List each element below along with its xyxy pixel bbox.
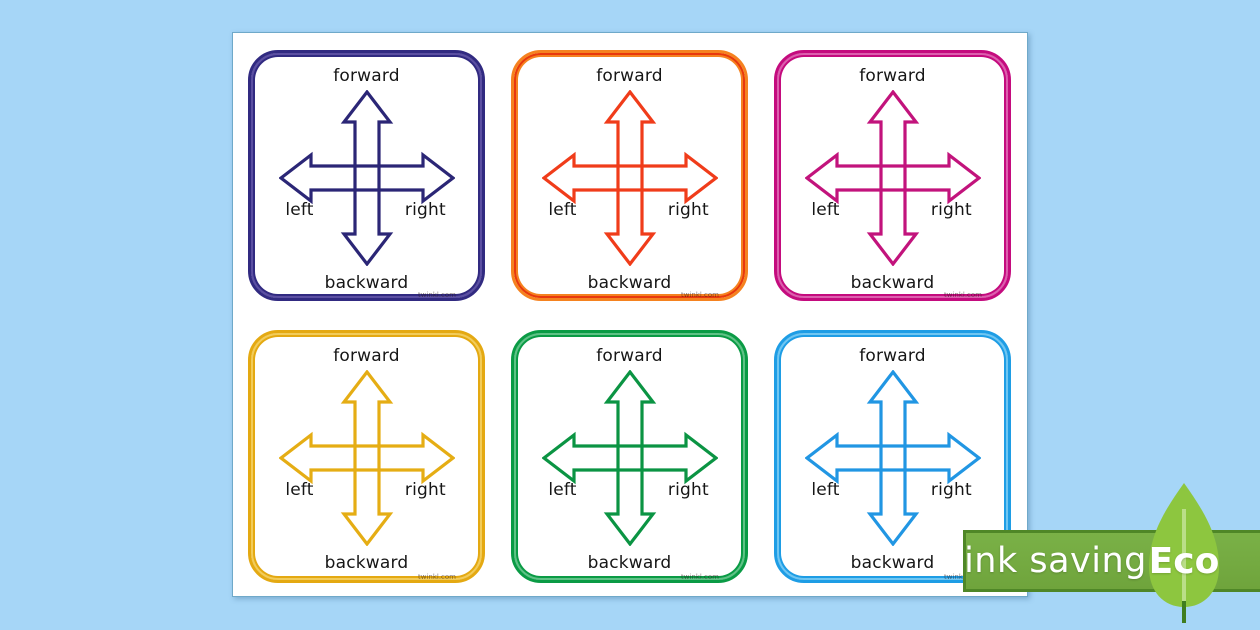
direction-card-gold: forward left right backward twinkl.com: [248, 330, 485, 583]
direction-card-orange: forward left right backward twinkl.com: [511, 50, 748, 301]
backward-label: backward: [850, 553, 935, 573]
cross-arrows-icon: [804, 370, 981, 546]
right-label: right: [930, 480, 972, 500]
left-label: left: [548, 200, 577, 220]
twinkl-watermark: twinkl.com: [417, 573, 456, 581]
backward-label: backward: [850, 273, 935, 293]
backward-label: backward: [587, 273, 672, 293]
forward-label: forward: [859, 66, 926, 86]
forward-label: forward: [333, 66, 400, 86]
ink-saving-label: ink saving: [964, 541, 1147, 581]
direction-card-navy: forward left right backward twinkl.com: [248, 50, 485, 301]
left-label: left: [548, 480, 577, 500]
direction-card-green: forward left right backward twinkl.com: [511, 330, 748, 583]
eco-label: Eco: [1148, 540, 1220, 582]
worksheet-page: forward left right backward twinkl.com f…: [232, 32, 1028, 597]
twinkl-watermark: twinkl.com: [943, 291, 982, 299]
direction-card-magenta: forward left right backward twinkl.com: [774, 50, 1011, 301]
eco-leaf-icon: [1149, 483, 1219, 623]
right-label: right: [930, 200, 972, 220]
forward-label: forward: [596, 66, 663, 86]
forward-label: forward: [333, 346, 400, 366]
cross-arrows-icon: [541, 90, 718, 266]
left-label: left: [811, 480, 840, 500]
right-label: right: [404, 480, 446, 500]
right-label: right: [667, 200, 709, 220]
twinkl-watermark: twinkl.com: [944, 574, 982, 581]
cross-arrows-icon: [278, 90, 455, 266]
eco-badge: ink saving Eco: [963, 483, 1260, 623]
backward-label: backward: [324, 273, 409, 293]
right-label: right: [404, 200, 446, 220]
left-label: left: [285, 480, 314, 500]
left-label: left: [811, 200, 840, 220]
backward-label: backward: [324, 553, 409, 573]
cross-arrows-icon: [278, 370, 455, 546]
backward-label: backward: [587, 553, 672, 573]
direction-card-blue: forward left right backward twinkl.com: [774, 330, 1011, 583]
forward-label: forward: [859, 346, 926, 366]
twinkl-watermark: twinkl.com: [417, 291, 456, 299]
cross-arrows-icon: [541, 370, 718, 546]
forward-label: forward: [596, 346, 663, 366]
left-label: left: [285, 200, 314, 220]
cross-arrows-icon: [804, 90, 981, 266]
twinkl-watermark: twinkl.com: [680, 291, 719, 299]
right-label: right: [667, 480, 709, 500]
twinkl-watermark: twinkl.com: [680, 573, 719, 581]
